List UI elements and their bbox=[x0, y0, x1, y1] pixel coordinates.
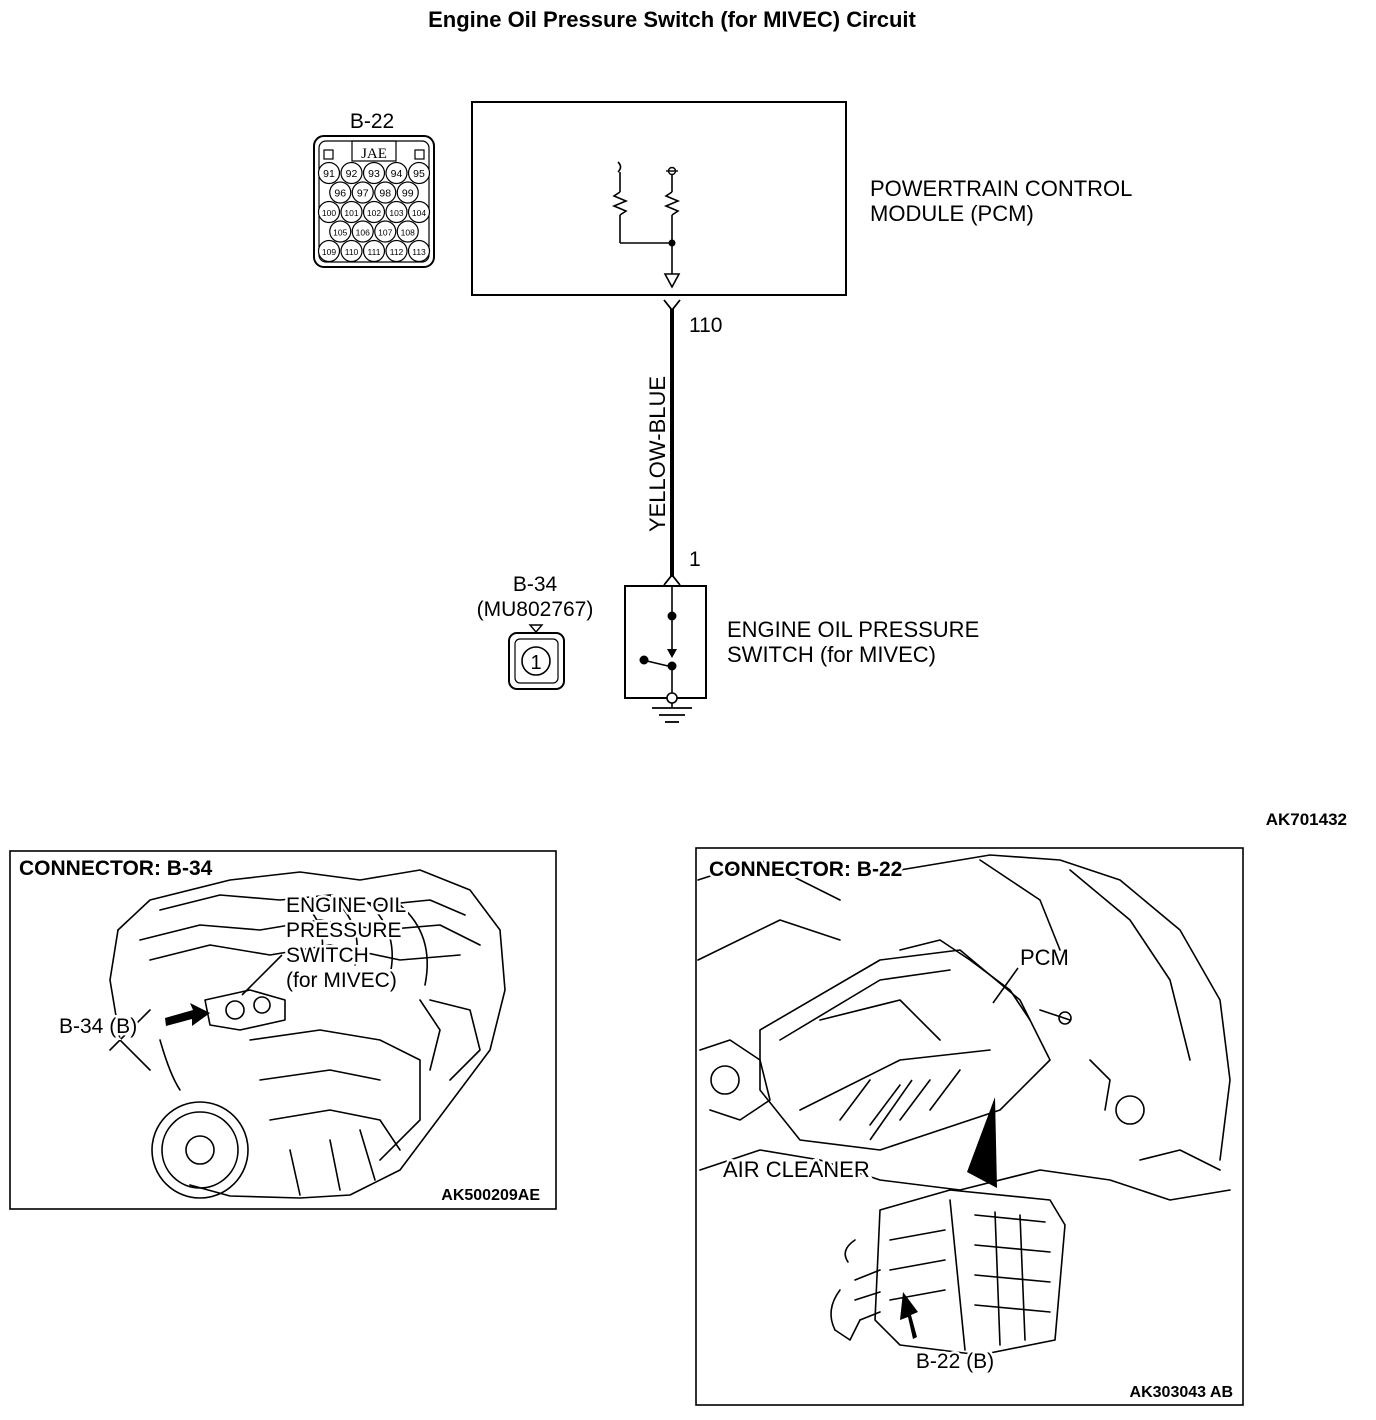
connector-b22-maker: JAE bbox=[361, 146, 387, 162]
connector-b22-pin bbox=[329, 181, 352, 204]
connector-b22-pin-number: 95 bbox=[413, 168, 425, 180]
connector-b22-pin-number: 112 bbox=[390, 247, 404, 257]
connector-b22-pin bbox=[385, 239, 408, 263]
panel-right-code: AK303043 AB bbox=[1130, 1384, 1233, 1401]
connector-b22-pin-number: 106 bbox=[356, 228, 370, 238]
connector-b22-pin-number: 93 bbox=[368, 168, 380, 180]
connector-b34-face: B-34 (MU802767) 1 bbox=[477, 573, 594, 690]
connector-b22-pin bbox=[362, 239, 386, 263]
connector-b22-pin-number: 111 bbox=[368, 247, 381, 257]
connector-b22-pin bbox=[362, 161, 386, 185]
connector-b22-pins: 91 92 93 94 95 96 97 98 99 100 101 102 103 104 105 106 1… bbox=[317, 161, 431, 263]
connector-b22-pin bbox=[385, 200, 408, 224]
connector-b22-pin bbox=[317, 239, 341, 263]
connector-b22-pin bbox=[407, 161, 431, 185]
connector-b22-pin-number: 92 bbox=[346, 168, 358, 180]
pcm-unit-illustration bbox=[830, 1189, 1066, 1356]
panel-left-code: AK500209AE bbox=[441, 1187, 540, 1204]
connector-b22-name: B-22 bbox=[350, 110, 394, 133]
connector-b22-pin bbox=[351, 220, 374, 243]
connector-b34-pin: 1 bbox=[530, 652, 541, 674]
wire-color-label: YELLOW-BLUE bbox=[645, 376, 670, 532]
connector-b22-pin bbox=[340, 200, 363, 224]
connector-b34-name: B-34 bbox=[513, 573, 558, 596]
connector-b34-location-panel: CONNECTOR: B-34 ENGINE OIL PRESSURE SWIT… bbox=[9, 850, 557, 1210]
wire-yellow-blue: 110 YELLOW-BLUE 1 bbox=[645, 299, 722, 586]
panel-right-air-cleaner-label: AIR CLEANER bbox=[723, 1157, 870, 1182]
connector-b22-pin bbox=[340, 239, 363, 263]
connector-b22-pin bbox=[317, 161, 341, 185]
connector-b22-pin-number: 107 bbox=[378, 228, 392, 238]
panel-right-heading: CONNECTOR: B-22 bbox=[709, 858, 902, 881]
connector-b22-pin bbox=[396, 220, 419, 243]
connector-b22-pin bbox=[407, 200, 431, 224]
panel-right-pcm-label: PCM bbox=[1020, 945, 1069, 970]
connector-b22-pin-number: 101 bbox=[344, 208, 358, 218]
panel-left-callout-line1: ENGINE OIL bbox=[286, 894, 406, 917]
pcm-module: POWERTRAIN CONTROL MODULE (PCM) bbox=[471, 101, 1132, 296]
panel-left-heading: CONNECTOR: B-34 bbox=[19, 857, 213, 880]
connector-b22-pin-number: 91 bbox=[323, 168, 335, 180]
connector-b22-pin bbox=[385, 161, 408, 185]
connector-b22-pin-number: 110 bbox=[345, 247, 359, 257]
connector-b22-pin-number: 94 bbox=[391, 168, 403, 180]
connector-b22-pin bbox=[362, 200, 386, 224]
switch-label-line2: SWITCH (for MIVEC) bbox=[727, 642, 936, 667]
pcm-label-line2: MODULE (PCM) bbox=[870, 201, 1034, 226]
connector-b22-pin-number: 103 bbox=[389, 208, 403, 218]
pcm-terminal-number: 110 bbox=[689, 314, 722, 337]
connector-b22-pin-number: 108 bbox=[401, 228, 415, 238]
connector-b22-pin bbox=[351, 181, 374, 204]
panel-left-callout-line2: PRESSURE bbox=[286, 919, 402, 942]
connector-b22-pin-number: 102 bbox=[367, 208, 381, 218]
connector-b22-location-panel: CONNECTOR: B-22 PCM AIR CLEANER B-22 (B)… bbox=[695, 847, 1244, 1406]
connector-b22-pin bbox=[340, 161, 363, 185]
connector-b34-part: (MU802767) bbox=[477, 598, 594, 621]
connector-b22-pin bbox=[317, 200, 341, 224]
pcm-label-line1: POWERTRAIN CONTROL bbox=[870, 176, 1132, 201]
connector-b22-pin-number: 97 bbox=[357, 188, 369, 200]
connector-b22-pin-number: 100 bbox=[322, 208, 336, 218]
engine-bay-illustration bbox=[697, 854, 1231, 1201]
panel-left-arrow-label: B-34 (B) bbox=[59, 1015, 137, 1038]
connector-b22-face: B-22 JAE 91 92 93 94 95 96 97 98 99 100 101 102 103 1… bbox=[313, 110, 435, 268]
engine-illustration bbox=[109, 869, 506, 1199]
connector-b22-pin bbox=[329, 220, 352, 243]
panel-left-callout-line4: (for MIVEC) bbox=[286, 969, 397, 992]
connector-b22-pin bbox=[396, 181, 419, 204]
connector-b22-pin-number: 104 bbox=[412, 208, 426, 218]
diagram-title: Engine Oil Pressure Switch (for MIVEC) C… bbox=[428, 7, 916, 32]
oil-pressure-switch: ENGINE OIL PRESSURE SWITCH (for MIVEC) bbox=[624, 585, 979, 723]
figure-code: AK701432 bbox=[1266, 810, 1347, 829]
connector-b22-pin-number: 98 bbox=[379, 188, 391, 200]
switch-label-line1: ENGINE OIL PRESSURE bbox=[727, 617, 979, 642]
connector-b22-pin-number: 113 bbox=[412, 247, 426, 257]
connector-b22-pin-number: 96 bbox=[334, 188, 346, 200]
connector-b22-pin-number: 109 bbox=[322, 247, 336, 257]
connector-b22-pin-number: 99 bbox=[402, 188, 414, 200]
switch-terminal-number: 1 bbox=[689, 548, 701, 571]
connector-b22-pin bbox=[407, 239, 431, 263]
connector-b22-pin-number: 105 bbox=[333, 228, 347, 238]
connector-b22-pin bbox=[374, 220, 397, 243]
panel-left-callout-line3: SWITCH bbox=[286, 944, 369, 967]
connector-b22-pin bbox=[374, 181, 397, 204]
panel-right-arrow-label: B-22 (B) bbox=[916, 1350, 994, 1373]
